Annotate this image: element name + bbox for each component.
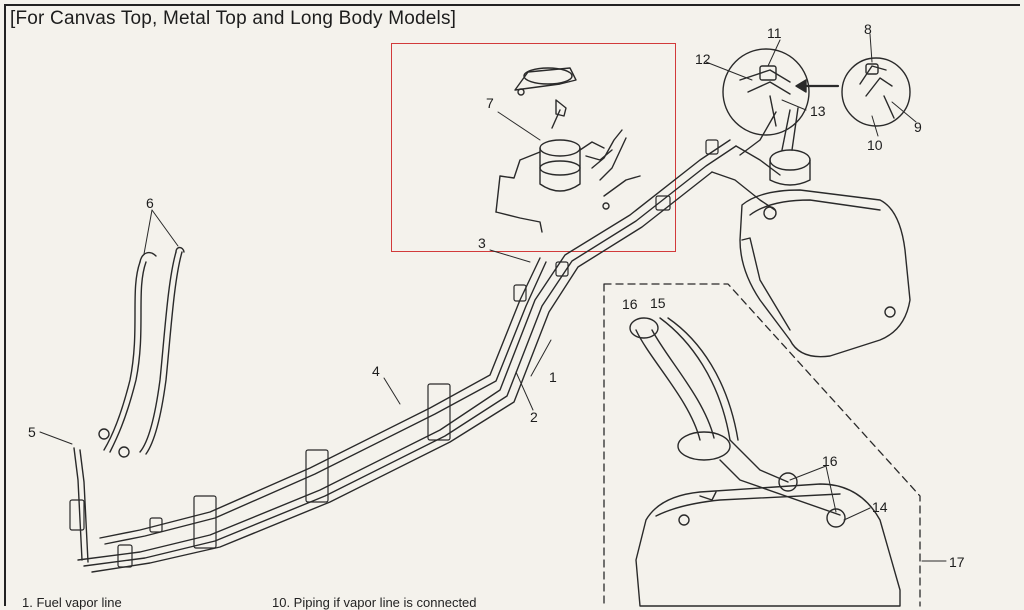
callout-5: 5 (28, 424, 36, 440)
callout-labels: 1 2 3 4 5 6 7 8 9 10 11 12 13 14 15 16 1… (28, 21, 965, 570)
legend-item-1: 1. Fuel vapor line (22, 595, 122, 610)
callout-4: 4 (372, 363, 380, 379)
fuel-tank-upper (739, 107, 911, 358)
callout-16-upper: 16 (622, 296, 638, 312)
vapor-hoses (98, 246, 185, 458)
fuel-lines (73, 139, 781, 573)
callout-11: 11 (767, 25, 782, 41)
callout-7: 7 (486, 95, 494, 111)
detail-circle-vapor-valve (722, 48, 810, 136)
legend-item-10: 10. Piping if vapor line is connected (272, 595, 477, 610)
callout-6: 6 (146, 195, 154, 211)
line-clamps (69, 139, 719, 568)
callout-16-lower: 16 (822, 453, 838, 469)
callout-8: 8 (864, 21, 872, 37)
detail-circle-vapor-clip (841, 57, 911, 127)
detail-arrowhead (795, 79, 807, 93)
callout-1: 1 (549, 369, 557, 385)
fuel-tank-lower (629, 317, 901, 607)
callout-13: 13 (810, 103, 826, 119)
long-body-dashed-outline (603, 283, 921, 607)
callout-3: 3 (478, 235, 486, 251)
fuel-filter-assembly (495, 67, 641, 233)
diagram-title: [For Canvas Top, Metal Top and Long Body… (10, 8, 457, 29)
callout-10: 10 (867, 137, 883, 153)
highlight-box (391, 43, 676, 252)
callout-14: 14 (872, 499, 888, 515)
callout-12: 12 (695, 51, 711, 67)
callout-15: 15 (650, 295, 666, 311)
callout-2: 2 (530, 409, 538, 425)
callout-17: 17 (949, 554, 965, 570)
leader-lines (39, 33, 947, 562)
callout-9: 9 (914, 119, 922, 135)
page-frame (4, 4, 1020, 606)
